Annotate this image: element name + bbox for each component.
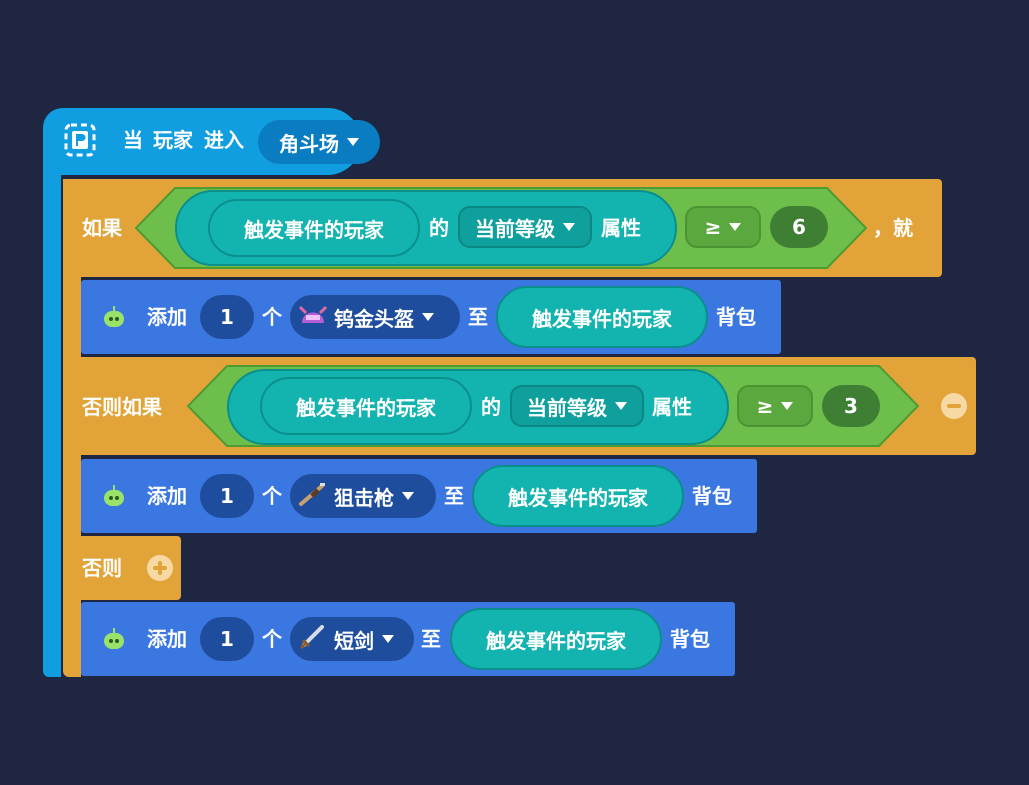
elseif-operator-dropdown[interactable]: ≥ <box>737 385 813 427</box>
event-prefix: 当 <box>123 128 143 152</box>
bag-label: 背包 <box>670 627 710 651</box>
elseif-attribute-dropdown[interactable]: 当前等级 <box>510 385 644 427</box>
to-label: 至 <box>468 305 488 329</box>
elseif-prop-label: 属性 <box>652 395 692 419</box>
item-dropdown[interactable]: 短剑 <box>290 617 414 661</box>
sniper-rifle-icon <box>298 480 328 513</box>
to-label: 至 <box>421 627 441 651</box>
event-flag-icon <box>63 122 97 158</box>
minus-icon[interactable] <box>941 393 967 419</box>
add-label: 添加 <box>147 627 187 651</box>
robot-icon <box>102 627 126 651</box>
bag-label: 背包 <box>692 484 732 508</box>
if-attribute-value: 当前等级 <box>475 216 555 241</box>
dropdown-caret-icon <box>422 313 434 321</box>
if-label: 如果 <box>82 216 122 240</box>
robot-icon <box>102 305 126 329</box>
elseif-attribute-value: 当前等级 <box>527 395 607 420</box>
item-dropdown[interactable]: 狙击枪 <box>290 474 436 518</box>
if-then-label: ，就 <box>873 216 913 240</box>
if-attribute-dropdown[interactable]: 当前等级 <box>458 206 592 248</box>
add-label: 添加 <box>147 305 187 329</box>
plus-icon[interactable] <box>147 555 173 581</box>
bag-label: 背包 <box>716 305 756 329</box>
unit-label: 个 <box>262 305 282 329</box>
if-of-label: 的 <box>429 216 449 240</box>
unit-label: 个 <box>262 484 282 508</box>
dropdown-caret-icon <box>382 635 394 643</box>
event-player: 玩家 <box>153 128 193 152</box>
dropdown-caret-icon <box>615 402 627 410</box>
item-dropdown[interactable]: 钨金头盔 <box>290 295 460 339</box>
if-value-input[interactable]: 6 <box>770 206 828 248</box>
if-subject-pill[interactable]: 触发事件的玩家 <box>208 199 420 257</box>
elseif-of-label: 的 <box>481 395 501 419</box>
helmet-icon <box>298 301 328 334</box>
else-label: 否则 <box>82 556 122 580</box>
add-label: 添加 <box>147 484 187 508</box>
elseif-subject-pill[interactable]: 触发事件的玩家 <box>260 377 472 435</box>
if-operator-value: ≥ <box>704 215 722 239</box>
if-prop-label: 属性 <box>601 216 641 240</box>
event-action: 进入 <box>204 128 244 152</box>
dropdown-caret-icon <box>402 492 414 500</box>
item-name: 钨金头盔 <box>334 306 414 331</box>
if-operator-dropdown[interactable]: ≥ <box>685 206 761 248</box>
item-name: 狙击枪 <box>334 485 394 510</box>
elseif-value-input[interactable]: 3 <box>822 385 880 427</box>
target-player-pill[interactable]: 触发事件的玩家 <box>496 286 708 348</box>
location-dropdown[interactable]: 角斗场 <box>258 120 380 164</box>
elseif-operator-value: ≥ <box>756 394 774 418</box>
dropdown-caret-icon <box>347 138 359 146</box>
target-player-pill[interactable]: 触发事件的玩家 <box>472 465 684 527</box>
event-spine <box>43 160 61 677</box>
add-count-input[interactable]: 1 <box>200 474 254 518</box>
elseif-label: 否则如果 <box>82 395 162 419</box>
location-value: 角斗场 <box>279 131 339 156</box>
dropdown-caret-icon <box>729 223 742 231</box>
target-player-pill[interactable]: 触发事件的玩家 <box>450 608 662 670</box>
item-name: 短剑 <box>334 628 374 653</box>
add-count-input[interactable]: 1 <box>200 617 254 661</box>
sword-icon <box>298 623 328 656</box>
to-label: 至 <box>444 484 464 508</box>
add-count-input[interactable]: 1 <box>200 295 254 339</box>
robot-icon <box>102 484 126 508</box>
dropdown-caret-icon <box>563 223 575 231</box>
dropdown-caret-icon <box>781 402 794 410</box>
unit-label: 个 <box>262 627 282 651</box>
